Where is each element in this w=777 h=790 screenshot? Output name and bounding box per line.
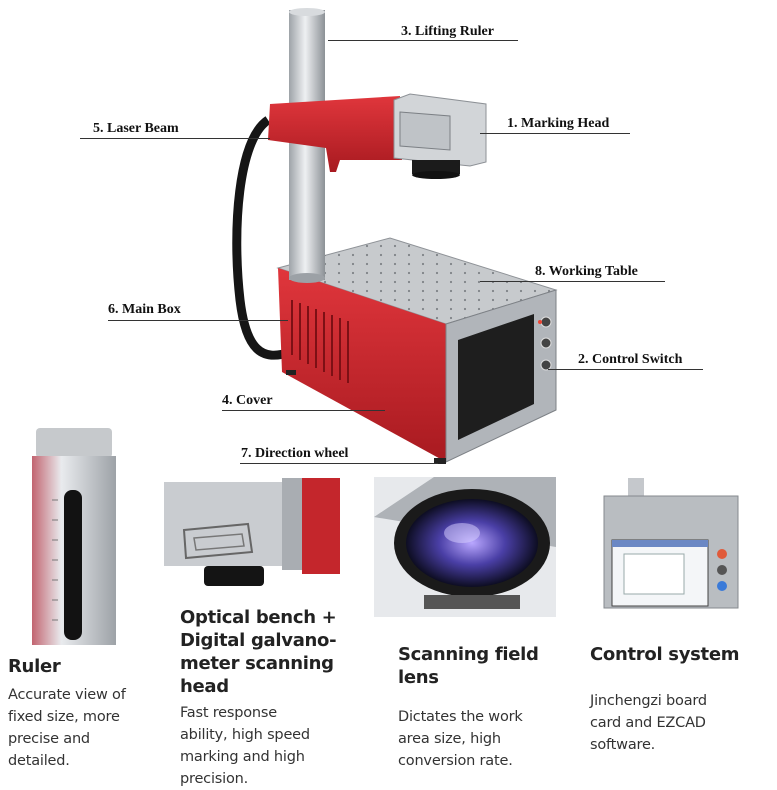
leader-line bbox=[240, 463, 438, 464]
callout-main-box: 6. Main Box bbox=[108, 302, 181, 317]
main-box bbox=[278, 268, 446, 462]
callout-cover: 4. Cover bbox=[222, 393, 273, 408]
leader-line bbox=[222, 410, 385, 411]
feature-desc-scanning-lens: Dictates the work area size, high conver… bbox=[398, 709, 523, 769]
callout-direction-wheel: 7. Direction wheel bbox=[241, 446, 349, 461]
red-arm bbox=[268, 96, 402, 172]
feature-title-ruler: Ruler bbox=[8, 656, 61, 677]
leader-line bbox=[480, 281, 665, 282]
feature-title-optical-bench: Optical bench + Digital galvano-meter sc… bbox=[180, 607, 337, 697]
control-switch bbox=[540, 316, 552, 328]
feature-desc-ruler: Accurate view of fixed size, more precis… bbox=[8, 687, 126, 769]
feature-desc-control-system: Jinchengzi board card and EZCAD software… bbox=[590, 693, 707, 753]
laser-marking-machine bbox=[232, 8, 558, 464]
ruler-photo bbox=[32, 428, 116, 645]
callout-marking-head: 1. Marking Head bbox=[507, 116, 610, 131]
feature-title-control-system: Control system bbox=[590, 644, 740, 665]
callout-laser-beam: 5. Laser Beam bbox=[93, 121, 179, 136]
feature-desc-optical-bench: Fast response ability, high speed markin… bbox=[180, 705, 310, 787]
leader-line bbox=[480, 133, 630, 134]
optical-bench-photo bbox=[164, 478, 340, 588]
control-system-photo bbox=[602, 478, 742, 614]
leader-line bbox=[548, 369, 703, 370]
feature-title-scanning-lens: Scanning field lens bbox=[398, 644, 539, 688]
leader-line bbox=[80, 138, 270, 139]
leader-line bbox=[328, 40, 518, 41]
callout-lifting-ruler: 3. Lifting Ruler bbox=[401, 24, 494, 39]
callout-working-table: 8. Working Table bbox=[535, 264, 638, 279]
direction-wheel bbox=[434, 458, 446, 464]
callout-control-switch: 2. Control Switch bbox=[578, 352, 683, 367]
laser-cable bbox=[232, 116, 292, 360]
leader-line bbox=[108, 320, 288, 321]
scanning-lens-photo bbox=[374, 477, 556, 617]
